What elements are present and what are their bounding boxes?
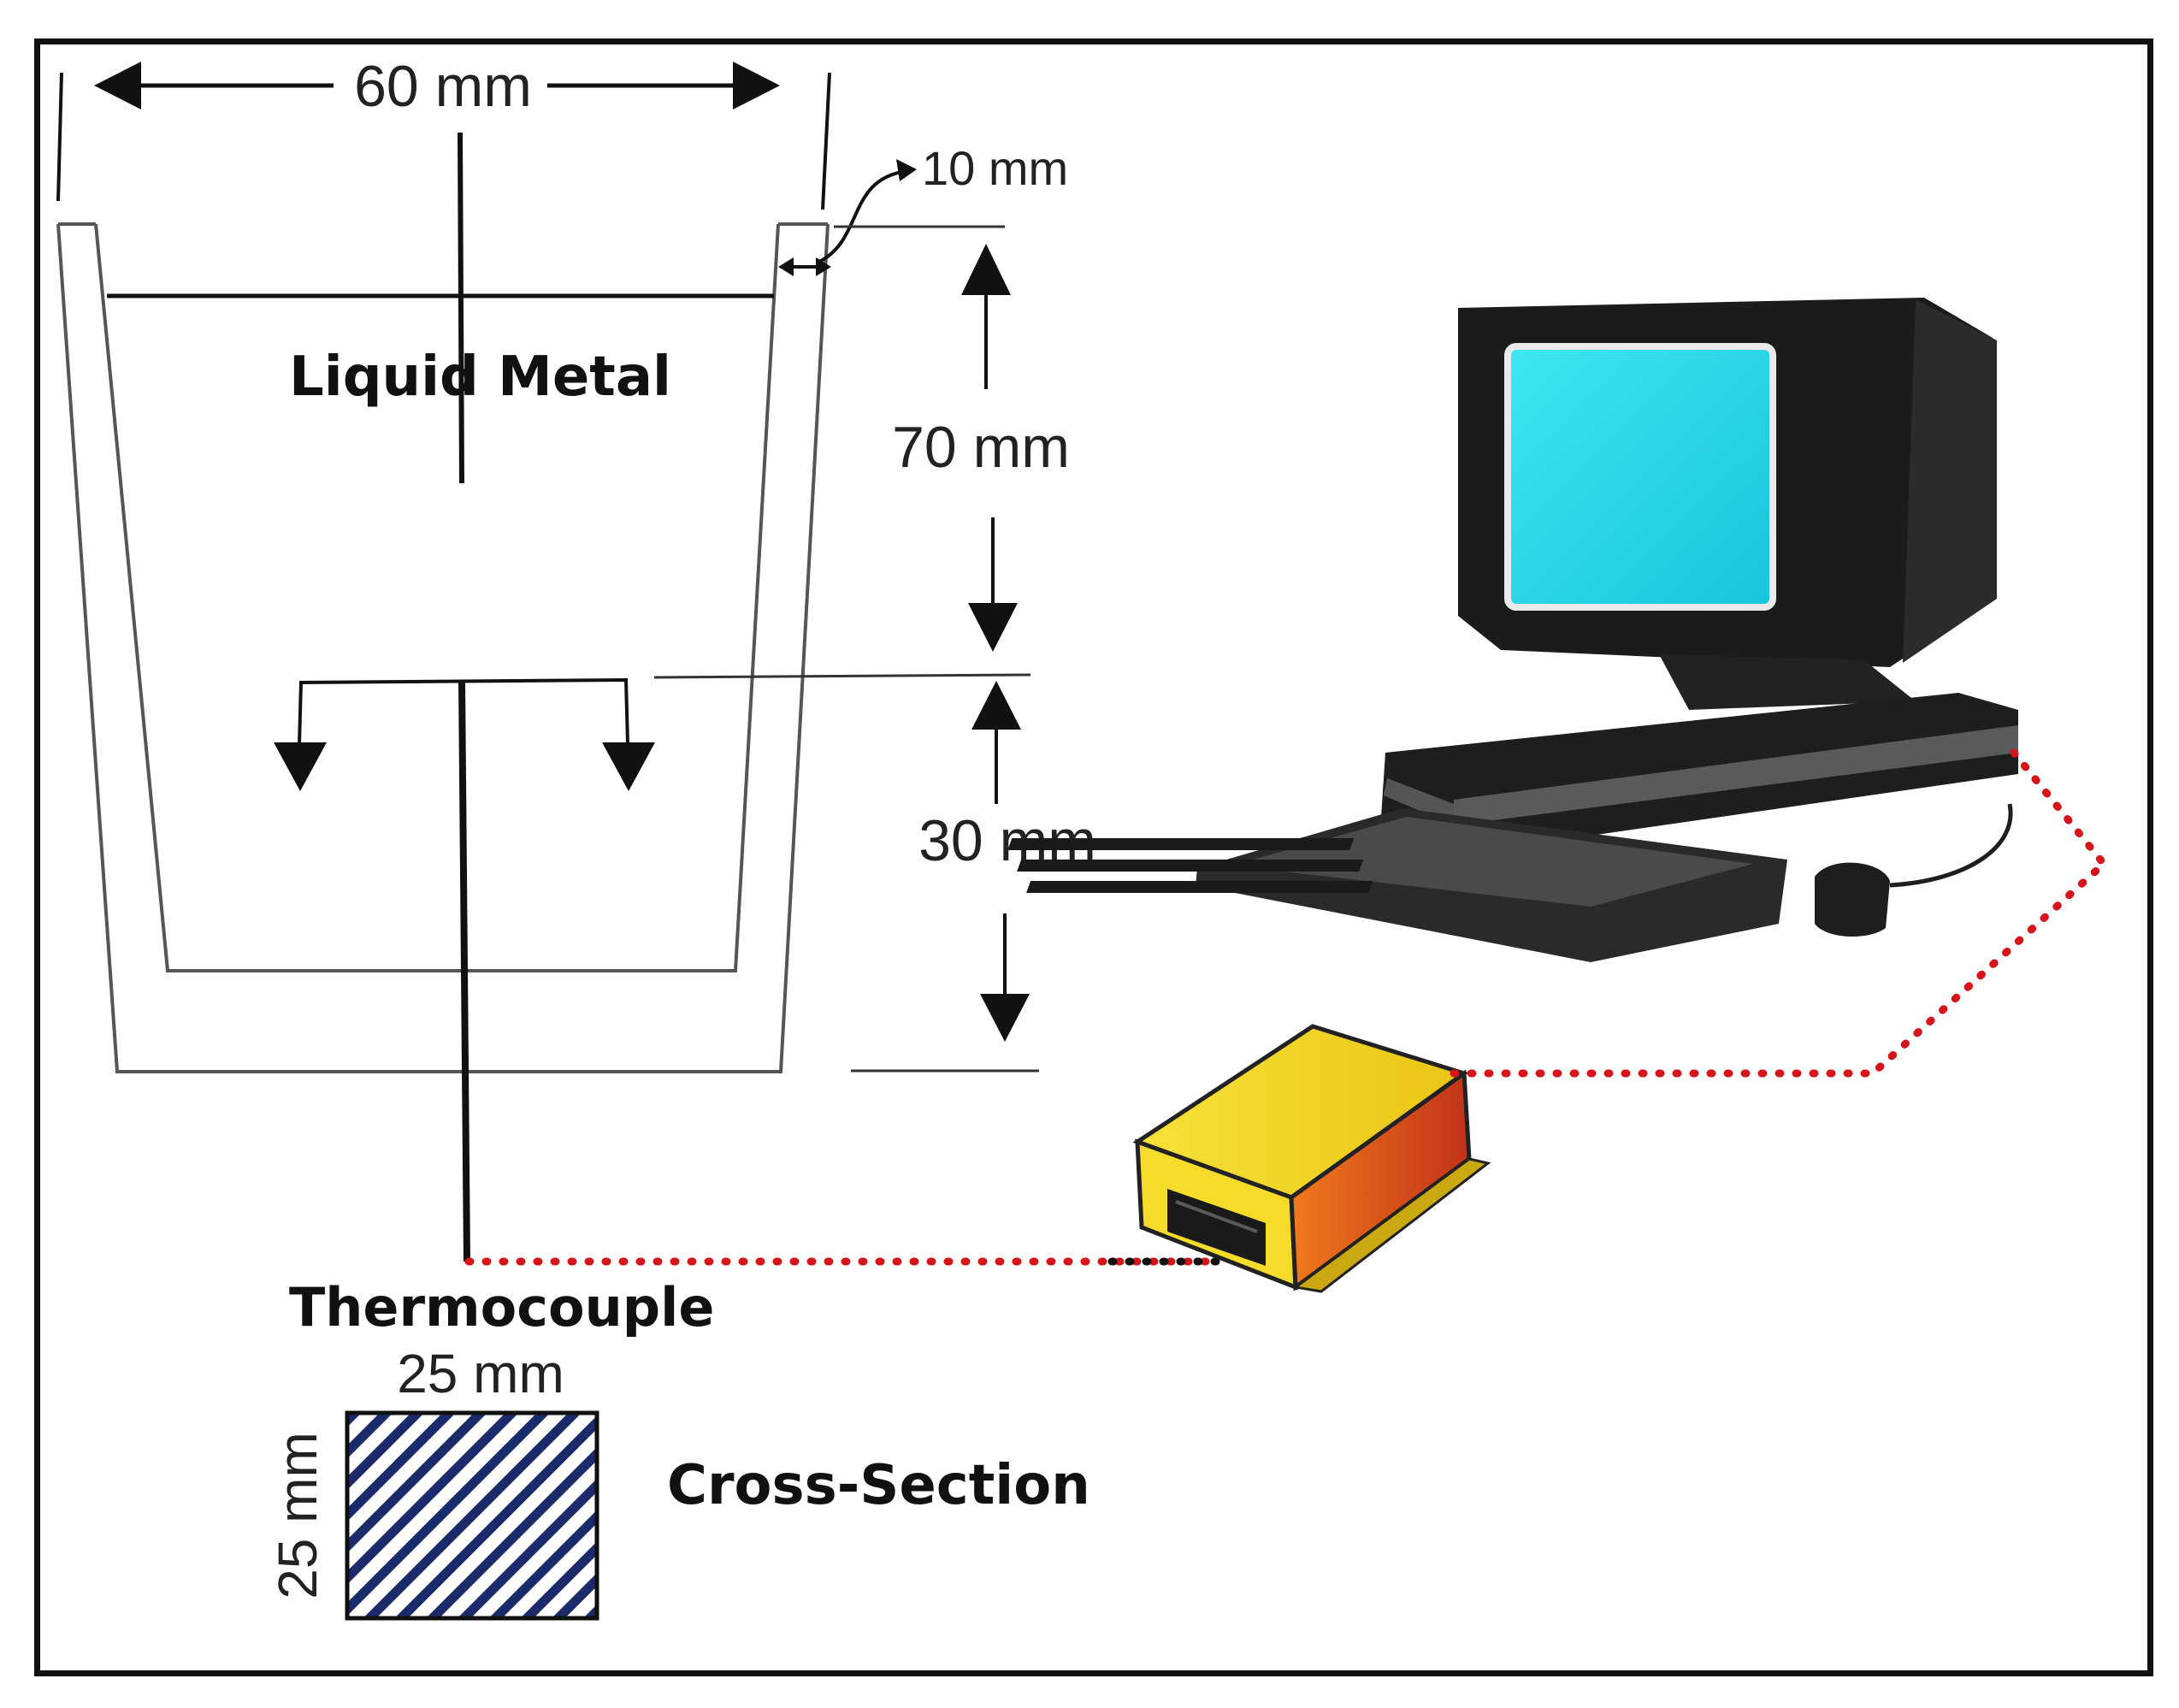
mouse <box>1815 862 1890 937</box>
cross-section-width-label: 25 mm <box>397 1343 564 1404</box>
monitor-screen <box>1504 343 1776 611</box>
cross-section: 25 mm 25 mm Cross-Section <box>267 1343 1090 1621</box>
depth-dimension: 70 mm 30 mm <box>653 225 1096 1073</box>
crucible-inner-wall <box>94 223 780 972</box>
wall-thickness-label: 10 mm <box>922 141 1068 195</box>
signal-wires <box>464 748 2110 1266</box>
crucible-outer-wall <box>56 223 830 1073</box>
arrowhead-right-icon <box>733 62 780 109</box>
thermocouple-probe <box>274 677 655 1262</box>
arrow-down-right-icon <box>602 742 655 791</box>
stirrer-rod <box>458 132 464 484</box>
crucible <box>56 222 830 1073</box>
width-label: 60 mm <box>354 54 532 119</box>
depth-upper-label: 70 mm <box>892 415 1070 480</box>
wall-thickness-dimension: 10 mm <box>778 141 1068 276</box>
data-logger <box>1132 1024 1491 1293</box>
arrowhead-left-icon <box>94 62 141 109</box>
thermocouple-label: Thermocouple <box>289 1276 714 1339</box>
arrow-down-left-icon <box>274 742 327 791</box>
cross-section-label: Cross-Section <box>667 1454 1090 1517</box>
liquid-metal-label: Liquid Metal <box>289 346 671 409</box>
computer <box>1007 298 2018 962</box>
cross-section-height-label: 25 mm <box>267 1432 328 1599</box>
cross-section-hatch <box>345 1410 599 1621</box>
width-dimension: 60 mm <box>56 54 831 210</box>
wire-logger-to-computer <box>1450 748 2110 1078</box>
